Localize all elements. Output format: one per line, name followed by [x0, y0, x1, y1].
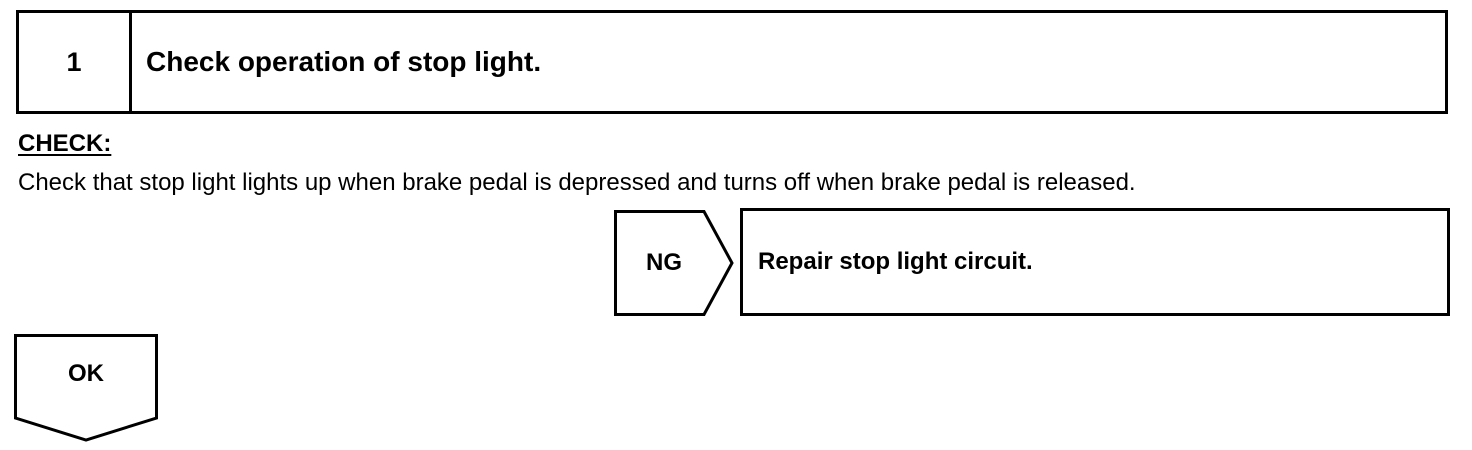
ok-label: OK — [68, 360, 104, 387]
step-number: 1 — [19, 13, 132, 111]
step-header: 1 Check operation of stop light. — [16, 10, 1448, 114]
ok-arrow: OK — [14, 334, 158, 442]
ng-arrow-shape — [614, 210, 734, 316]
ng-label: NG — [646, 249, 682, 276]
ok-arrow-shape — [14, 334, 158, 442]
ng-result-text: Repair stop light circuit. — [758, 248, 1033, 275]
check-heading: CHECK: — [18, 130, 112, 157]
ng-result-box: Repair stop light circuit. — [740, 208, 1450, 316]
ng-arrow: NG — [614, 210, 734, 316]
check-instruction: Check that stop light lights up when bra… — [18, 169, 1136, 196]
step-title: Check operation of stop light. — [146, 46, 542, 77]
